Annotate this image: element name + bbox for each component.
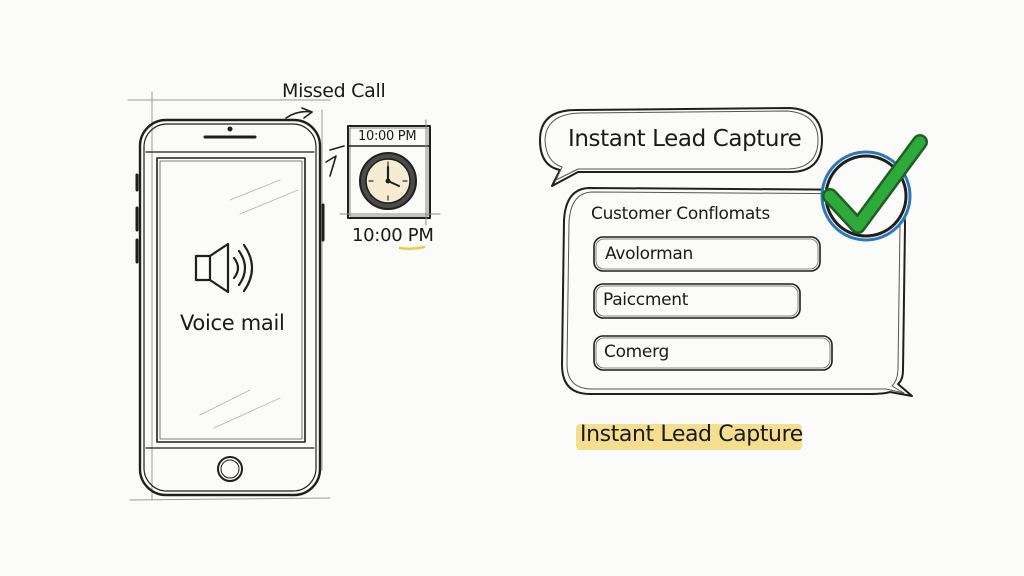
form-field-3: Comerg [604, 342, 669, 362]
form-field-1: Avolorman [605, 244, 693, 264]
form-title: Customer Conflomats [591, 204, 770, 224]
missed-call-label: Missed Call [282, 80, 386, 102]
phone-speaker-dot [227, 126, 233, 132]
form-fields [593, 236, 833, 371]
bubble-title: Instant Lead Capture [568, 126, 802, 152]
missed-call-connector [285, 107, 345, 177]
speaker-icon [194, 242, 254, 294]
caption-label: Instant Lead Capture [580, 422, 803, 447]
construction-lines [127, 91, 331, 501]
clock-card [339, 119, 441, 226]
clock-icon [359, 152, 417, 210]
checkmark-icon [820, 134, 928, 242]
phone-home-button [217, 456, 243, 482]
clock-time-bottom: 10:00 PM [352, 225, 434, 246]
phone [135, 118, 325, 497]
clock-time-top: 10:00 PM [358, 129, 417, 144]
form-field-2: Paiccment [603, 290, 689, 310]
voicemail-label: Voice mail [180, 311, 285, 335]
caption-highlight [576, 424, 802, 450]
title-bubble [539, 107, 823, 187]
time-underline [398, 245, 426, 251]
